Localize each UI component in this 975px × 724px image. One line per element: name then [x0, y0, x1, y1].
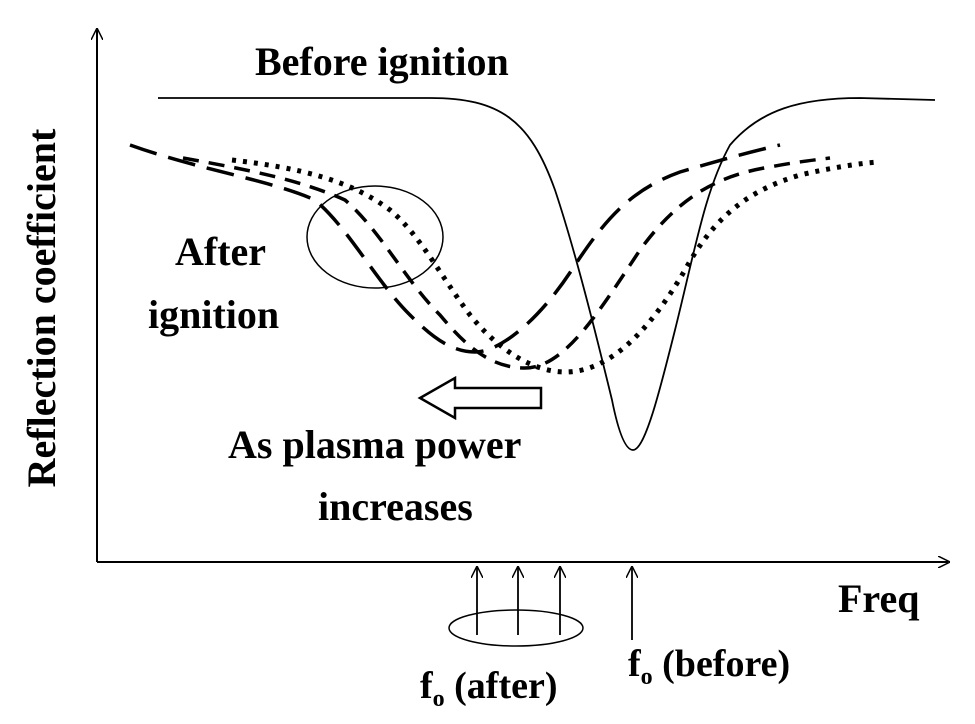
shift-direction-arrow [417, 375, 543, 421]
after-ignition-label-line2: ignition [148, 292, 279, 337]
shift-label-line1: As plasma power [228, 422, 521, 467]
after-ignition-label-line1: After [175, 229, 266, 274]
before-ignition-label: Before ignition [255, 39, 509, 84]
after-ignition-group-ellipse [306, 185, 444, 289]
curve-before-ignition [158, 97, 936, 451]
fo-after-group-ellipse [448, 609, 584, 647]
curve-after-ignition-2 [182, 156, 831, 370]
x-axis-label: Freq [838, 576, 919, 621]
fo-after-label: fo (after) [420, 665, 558, 712]
y-axis-label: Reflection coefficient [19, 128, 64, 487]
shift-label-line2: increases [318, 484, 473, 529]
fo-before-label: fo (before) [628, 643, 790, 690]
curve-after-ignition-3 [231, 157, 881, 375]
